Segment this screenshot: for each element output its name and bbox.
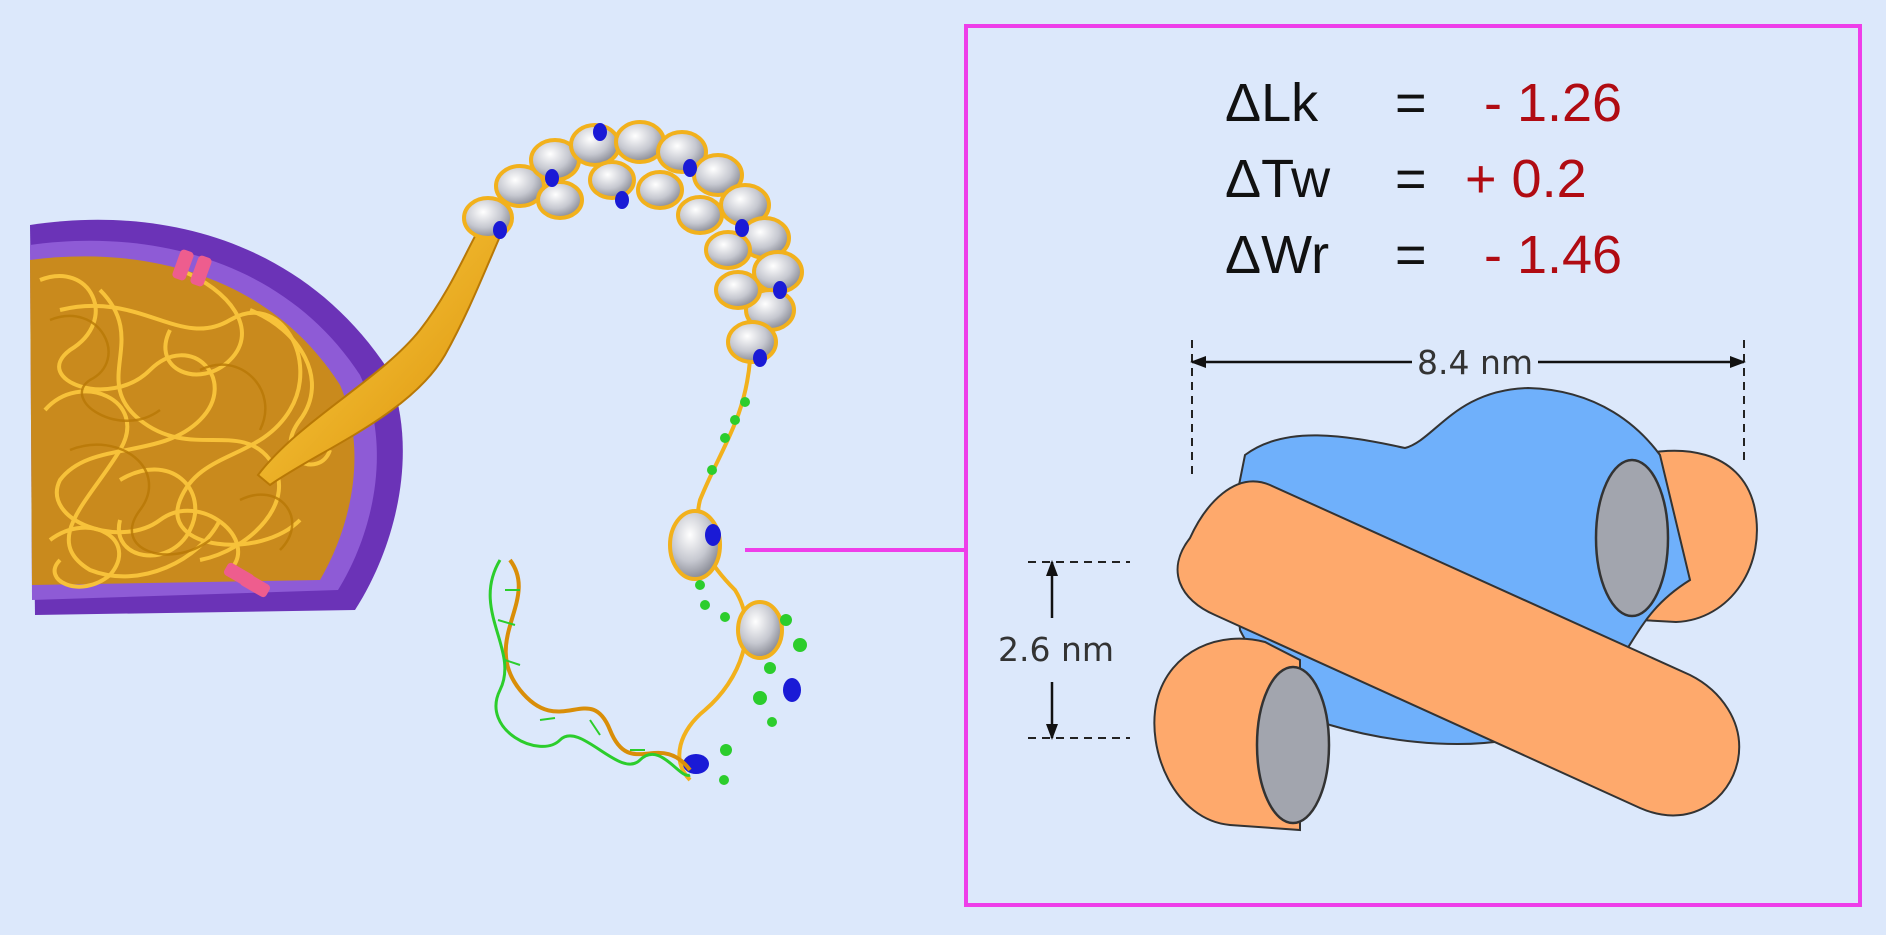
height-dimension: 2.6 nm	[1000, 560, 1130, 740]
width-label: 8.4 nm	[1417, 343, 1533, 382]
connector-line	[745, 548, 965, 552]
dna-gyre-front	[1176, 480, 1741, 817]
eq-symbol: ΔTw	[1225, 149, 1331, 209]
eq-value: - 1.46	[1469, 225, 1623, 285]
chromatin-tangle-shadow	[49, 314, 294, 556]
nuclear-pore-top	[172, 249, 212, 287]
nucleus	[30, 219, 403, 615]
beads-on-string	[668, 359, 807, 785]
eq-equals: =	[1395, 149, 1427, 209]
eq-equals: =	[1395, 225, 1427, 285]
dna-double-helix	[488, 558, 692, 777]
dna-end-back	[1594, 458, 1670, 618]
eq-symbol: ΔWr	[1225, 225, 1330, 285]
dna-end-front	[1255, 665, 1331, 825]
chromatin-tangle	[39, 268, 332, 589]
eq-equals: =	[1395, 73, 1427, 133]
nucleosome-diagram: 8.4 nm 2.6 nm	[1000, 340, 1758, 832]
height-label: 2.6 nm	[1000, 630, 1114, 669]
eq-value: + 0.2	[1465, 149, 1587, 209]
width-dimension: 8.4 nm	[1190, 340, 1746, 475]
nuclear-pore-bottom	[223, 562, 271, 598]
eq-value: - 1.26	[1469, 73, 1623, 133]
nucleosome-solenoid	[462, 120, 804, 367]
chromatin-illustration	[30, 120, 807, 785]
eq-symbol: ΔLk	[1225, 73, 1319, 133]
